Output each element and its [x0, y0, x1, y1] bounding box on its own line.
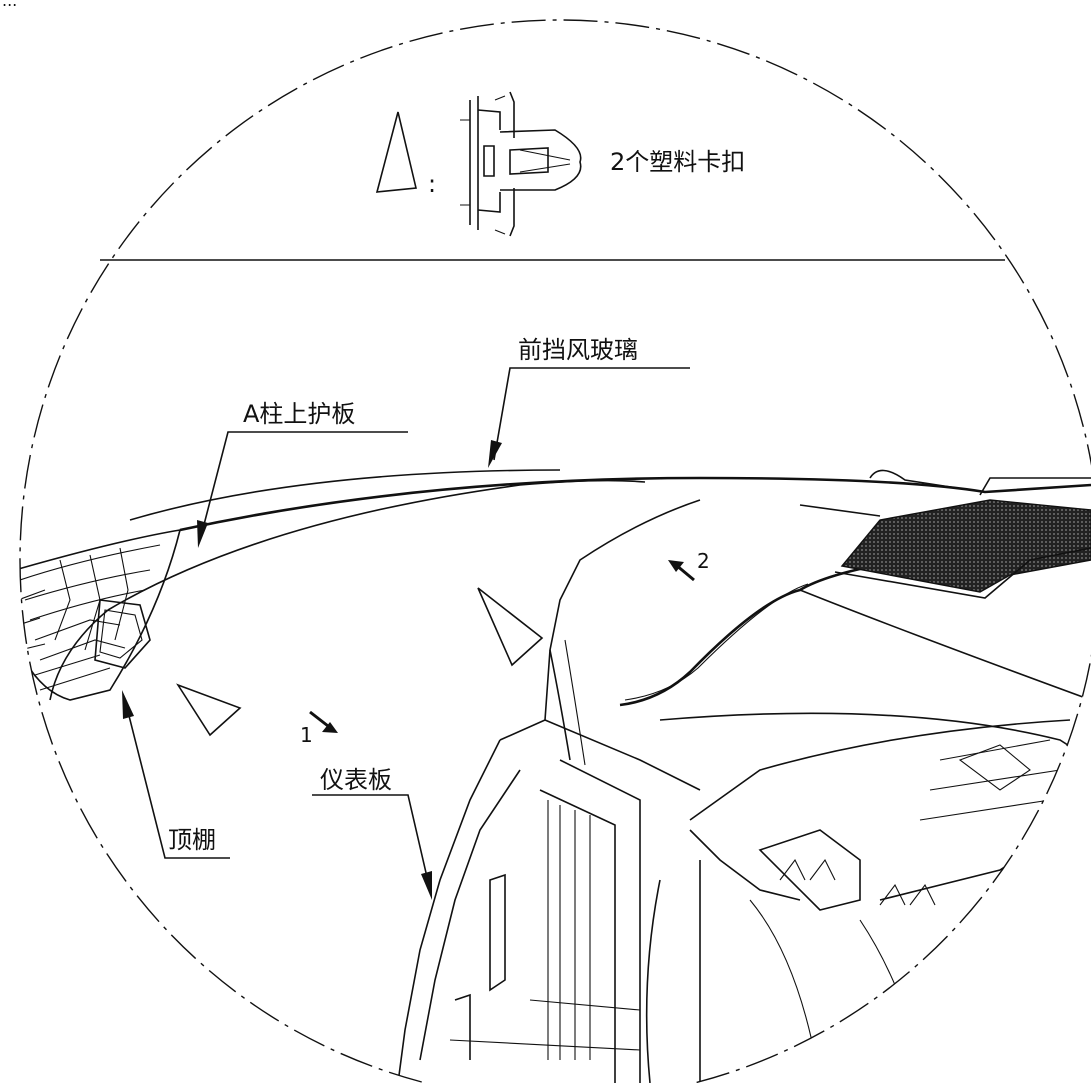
speaker-grille [834, 469, 1091, 599]
step-arrow-1 [309, 710, 338, 733]
detail-circle-border [19, 19, 1091, 1083]
step-number-2: 2 [697, 549, 710, 573]
header-fragment: ... [2, 0, 17, 10]
legend-separator: : [428, 170, 436, 198]
a-pillar-trim-drawing [20, 529, 182, 701]
triangle-marker-icon [477, 587, 544, 667]
legend: : 2个塑料卡扣 [375, 91, 745, 237]
label-dashboard: 仪表板 [320, 766, 392, 794]
plastic-clip-icon [460, 91, 582, 237]
triangle-marker-icon [375, 111, 417, 193]
windshield-edge [179, 476, 1091, 532]
interior-illustration [20, 469, 1091, 1083]
label-headliner: 顶棚 [168, 826, 216, 854]
legend-text: 2个塑料卡扣 [610, 148, 745, 176]
leader-lines [122, 367, 690, 900]
step-arrow-2 [668, 560, 695, 582]
label-windshield: 前挡风玻璃 [518, 336, 638, 364]
step-number-1: 1 [300, 723, 313, 747]
label-a-pillar-trim: A柱上护板 [243, 400, 355, 428]
triangle-marker-icon [176, 683, 242, 737]
